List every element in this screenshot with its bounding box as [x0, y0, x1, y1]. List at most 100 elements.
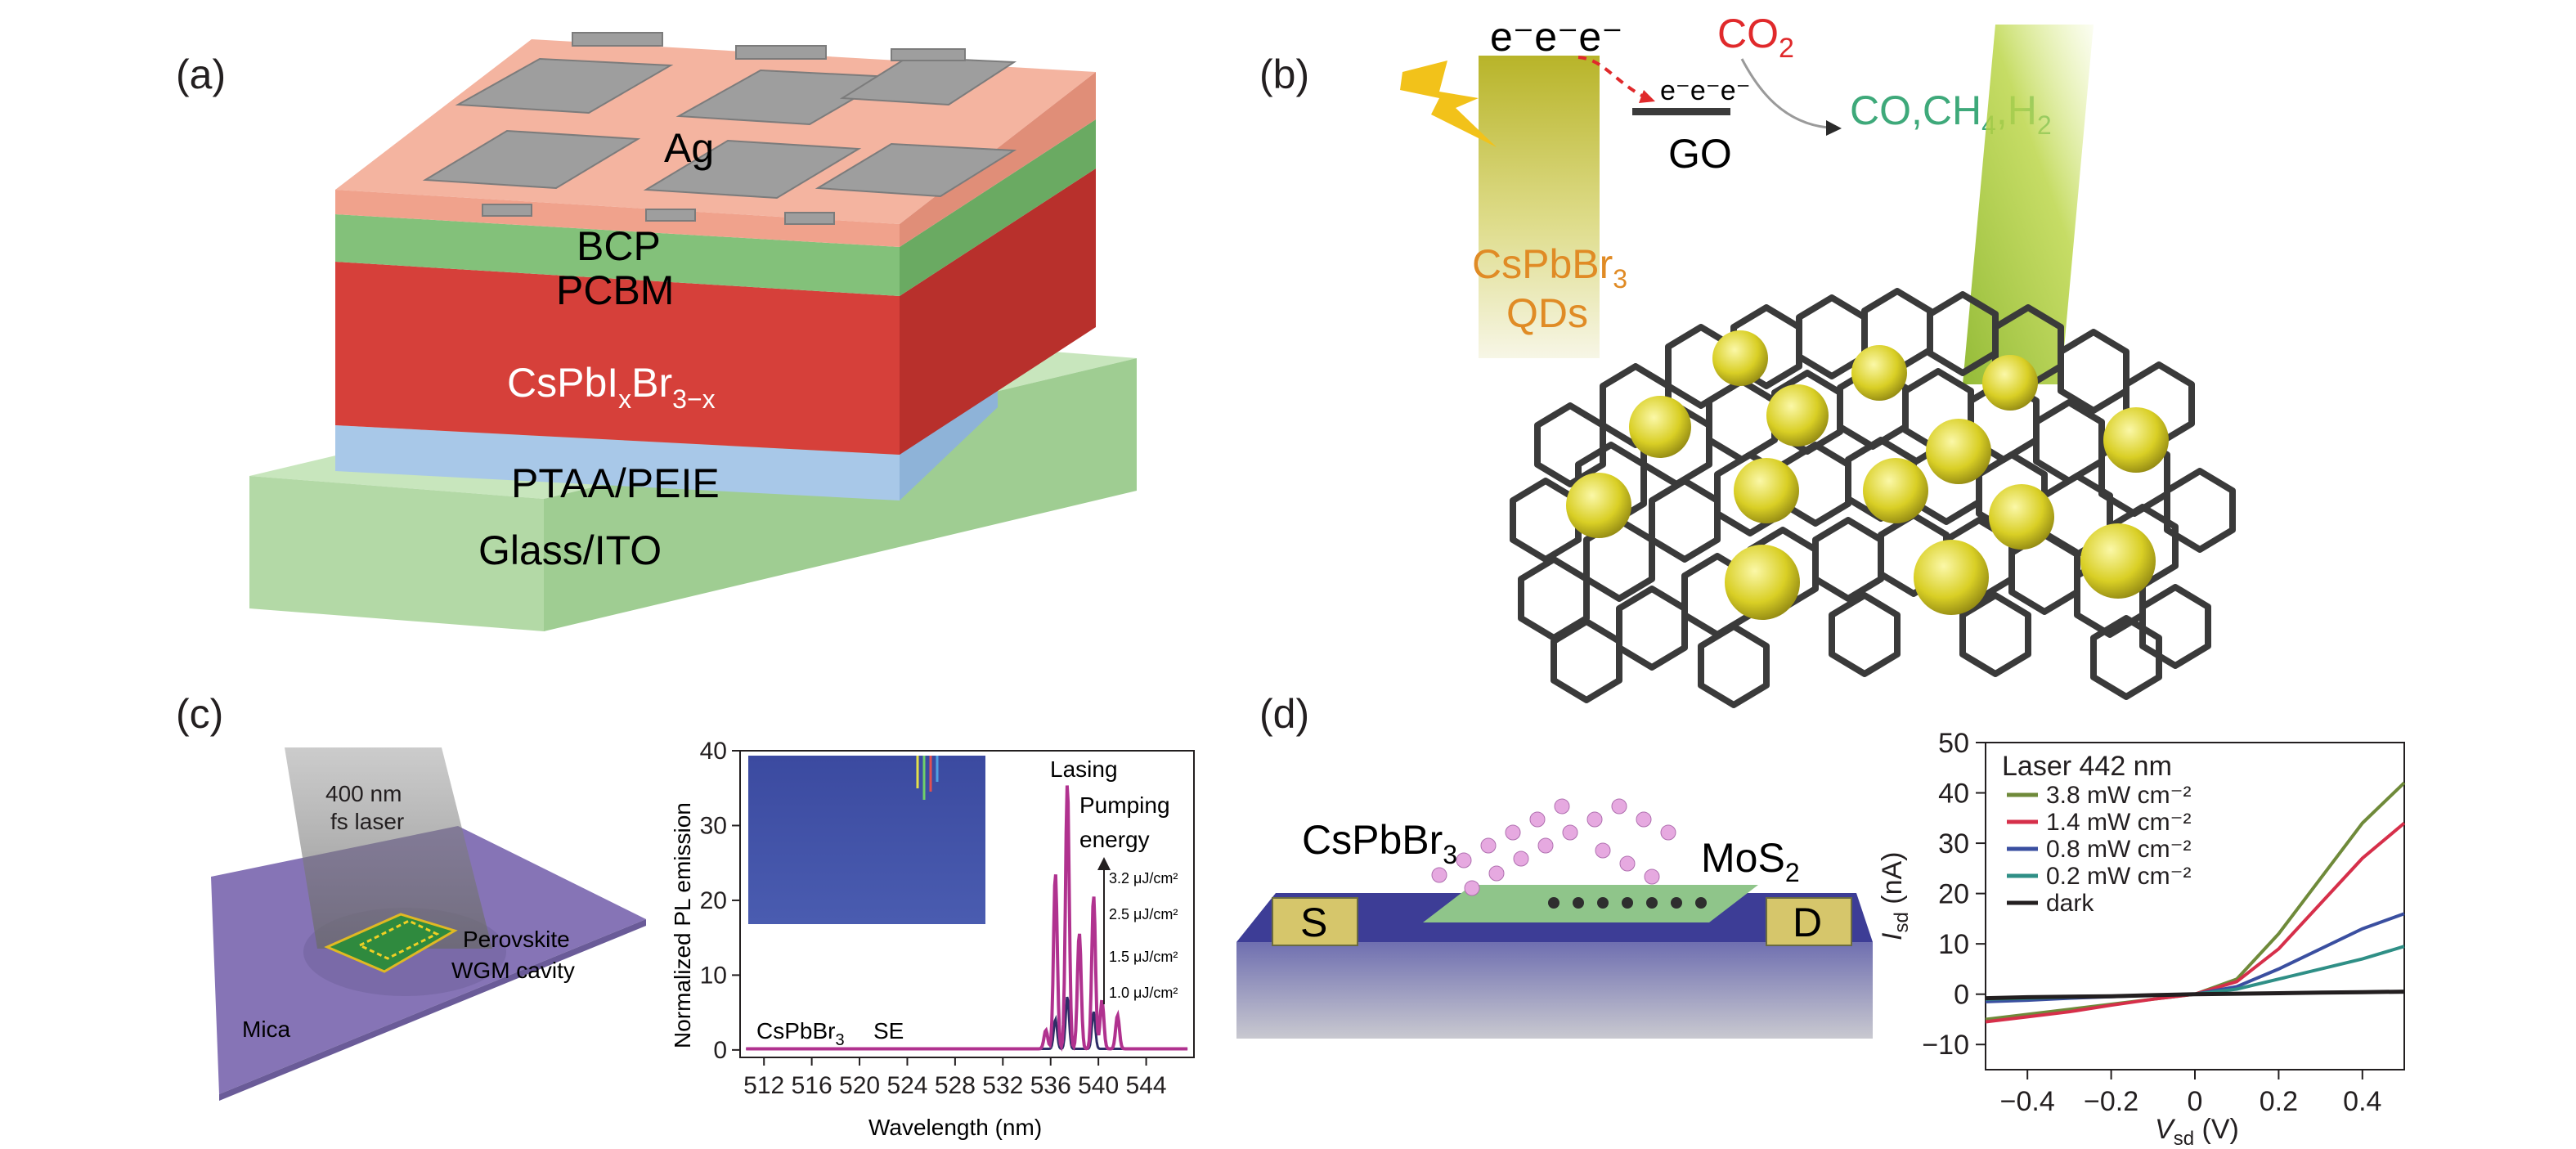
bcp-label: BCP — [577, 223, 661, 269]
pl-ylabel: Normalized PL emission — [670, 802, 695, 1048]
pcbm-label: PCBM — [556, 267, 674, 313]
pl-pumping-label-1: Pumping — [1079, 792, 1170, 818]
absorber-front — [335, 262, 900, 455]
source-label: S — [1300, 900, 1327, 945]
absorber-label: CsPbIxBr3−x — [507, 360, 716, 414]
electrons-go: e⁻e⁻e⁻ — [1660, 75, 1751, 106]
pump-level-2: 2.5 μJ/cm² — [1109, 906, 1178, 922]
iv-x-tick-label: −0.4 — [2000, 1086, 2055, 1117]
pl-x-tick-label: 532 — [982, 1072, 1023, 1099]
pl-y-tick-label: 20 — [700, 887, 727, 914]
pl-y-tick-label: 0 — [713, 1037, 727, 1064]
pl-inset-image — [748, 756, 985, 924]
iv-y-tick-label: −10 — [1922, 1030, 1969, 1061]
pl-x-tick-label: 520 — [839, 1072, 880, 1099]
go-label: GO — [1668, 131, 1732, 177]
htl-front — [335, 425, 900, 500]
laser-label-1: 400 nm — [325, 781, 402, 806]
mos2-label: MoS2 — [1701, 835, 1800, 887]
pl-y-tick-label: 40 — [700, 738, 727, 765]
mica-edge — [219, 919, 646, 1101]
iv-x-tick-label: −0.2 — [2084, 1086, 2138, 1117]
iv-title: Laser 442 nm — [2002, 751, 2172, 782]
laser-label-2: fs laser — [330, 809, 404, 834]
reduction-arrow — [1740, 58, 1829, 129]
glass-ito-front — [249, 476, 544, 631]
panel-label-d: (d) — [1259, 691, 1309, 737]
electron-transfer-arrow — [1577, 56, 1645, 98]
drain-label: D — [1793, 900, 1822, 945]
iv-series — [1985, 781, 2406, 1024]
panel-c-schematic: 400 nm fs laser Perovskite WGM cavity Mi… — [211, 747, 646, 1101]
cavity-label-1: Perovskite — [463, 927, 570, 952]
pl-pumping-label-2: energy — [1079, 827, 1150, 852]
iv-legend-label: 0.8 mW cm⁻² — [2046, 836, 2192, 863]
cspbbr3-label: CsPbBr3 — [1302, 817, 1457, 869]
panel-d-schematic: S D CsPbBr3 MoS2 — [1236, 798, 1873, 1039]
source-electrode — [1272, 897, 1358, 946]
co2-label: CO2 — [1717, 11, 1794, 64]
ag-electrodes — [422, 32, 1017, 225]
cavity-label-2: WGM cavity — [451, 958, 575, 983]
qd-spheres — [1566, 330, 2169, 620]
pl-x-tick-label: 512 — [743, 1072, 784, 1099]
pl-main-series — [746, 785, 1188, 1052]
mica-label: Mica — [242, 1017, 291, 1042]
panel-a-device-stack: Ag BCP PCBM CsPbIxBr3−x PTAA/PEIE Glass/… — [249, 32, 1137, 631]
glass-ito-label: Glass/ITO — [478, 527, 662, 573]
pl-lasing-label: Lasing — [1050, 756, 1118, 782]
qd-label-line1: CsPbBr3 — [1472, 241, 1627, 294]
iv-x-tick-label: 0 — [2188, 1086, 2203, 1117]
iv-legend-label: 3.8 mW cm⁻² — [2046, 782, 2192, 809]
iv-y-tick-label: 20 — [1938, 879, 1969, 910]
pl-x-tick-label: 516 — [792, 1072, 832, 1099]
bcp-front — [335, 190, 900, 247]
iv-y-tick-label: 0 — [1954, 980, 1969, 1011]
crystal-lattice — [1431, 798, 1676, 896]
iv-legend-label: dark — [2046, 890, 2094, 917]
pump-level-1: 3.2 μJ/cm² — [1109, 870, 1178, 886]
iv-y-tick-label: 40 — [1938, 779, 1969, 810]
pl-y-tick-label: 10 — [700, 962, 727, 989]
iv-legend-label: 1.4 mW cm⁻² — [2046, 809, 2192, 836]
drain-electrode — [1766, 897, 1852, 946]
panel-label-a: (a) — [176, 52, 226, 97]
qd-label-line2: QDs — [1506, 290, 1588, 336]
htl-label: PTAA/PEIE — [511, 460, 720, 506]
pcbm-front — [335, 214, 900, 296]
pcbm-side — [900, 119, 1096, 296]
reduction-arrowhead — [1826, 120, 1842, 136]
pl-inset-streaks — [916, 756, 939, 800]
pump-level-3: 1.5 μJ/cm² — [1109, 949, 1178, 965]
pump-level-4: 1.0 μJ/cm² — [1109, 985, 1178, 1001]
panel-label-c: (c) — [176, 691, 223, 737]
iv-y-tick-label: 10 — [1938, 929, 1969, 960]
qd-energy-bar — [1479, 56, 1600, 358]
electrons-top: e⁻e⁻e⁻ — [1490, 14, 1623, 60]
pl-xlabel: Wavelength (nm) — [868, 1115, 1042, 1140]
iv-y-tick-label: 50 — [1938, 728, 1969, 759]
pl-se-label: SE — [873, 1018, 904, 1044]
whispering-gallery-path — [357, 919, 440, 960]
iv-series-line — [1985, 912, 2405, 1003]
light-beam — [1963, 25, 2094, 384]
panel-label-b: (b) — [1259, 52, 1309, 97]
ag-label: Ag — [664, 125, 714, 171]
pl-x-tick-label: 540 — [1078, 1072, 1119, 1099]
perovskite-cavity — [324, 913, 458, 973]
substrate-body — [1236, 942, 1873, 1039]
pl-y-tick-label: 30 — [700, 812, 727, 839]
pl-y-ticks: 0 10 20 30 40 — [700, 738, 740, 1064]
iv-ylabel: Isd (nA) — [1877, 852, 1913, 941]
laser-beam — [285, 747, 492, 949]
pl-material-label: CsPbBr3 — [756, 1018, 845, 1049]
mos2-layer — [1423, 885, 1758, 922]
iv-series-line — [1985, 990, 2405, 1001]
pl-x-tick-label: 528 — [935, 1072, 976, 1099]
